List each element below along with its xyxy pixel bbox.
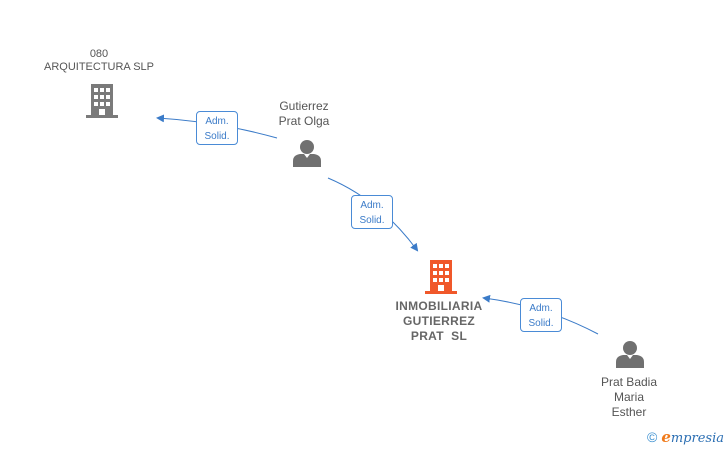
person-icon[interactable] xyxy=(616,340,644,368)
edge-label-olga-arquitectura[interactable]: Adm. Solid. xyxy=(196,111,238,145)
person-prat-badia-line1: Prat Badia xyxy=(600,375,658,389)
company-inmobiliaria-line3: PRAT SL xyxy=(410,329,468,343)
company-inmobiliaria-name[interactable]: INMOBILIARIA GUTIERREZ PRAT SL xyxy=(369,299,509,344)
edge-label-role: Adm. xyxy=(205,116,229,127)
person-gutierrez-olga-name[interactable]: Gutierrez Prat Olga xyxy=(254,99,354,129)
edge-label-role: Adm. xyxy=(529,303,553,314)
person-prat-badia-name[interactable]: Prat Badia Maria Esther xyxy=(579,375,679,420)
edge-label-olga-inmobiliaria[interactable]: Adm. Solid. xyxy=(351,195,393,229)
company-arquitectura-line2: ARQUITECTURA SLP xyxy=(43,61,155,73)
person-prat-badia-line2: Maria xyxy=(613,390,644,404)
edge-label-role: Adm. xyxy=(360,200,384,211)
edge-label-type: Solid. xyxy=(204,131,230,142)
person-gutierrez-olga-line1: Gutierrez xyxy=(279,99,329,113)
person-icon[interactable] xyxy=(293,139,321,167)
company-inmobiliaria-line1: INMOBILIARIA xyxy=(395,299,483,313)
edge-label-type: Solid. xyxy=(528,318,554,329)
company-inmobiliaria-line2: GUTIERREZ xyxy=(402,314,476,328)
edge-label-prat-badia-inmobiliaria[interactable]: Adm. Solid. xyxy=(520,298,562,332)
person-prat-badia-line3: Esther xyxy=(611,405,647,419)
person-gutierrez-olga-line2: Prat Olga xyxy=(278,114,330,128)
copyright-icon: © xyxy=(646,429,658,445)
brand-logo-initial: e xyxy=(661,428,671,446)
brand-logo-text: mpresia xyxy=(670,431,724,446)
company-arquitectura-name[interactable]: 080 ARQUITECTURA SLP xyxy=(29,48,169,74)
building-icon[interactable] xyxy=(86,84,118,118)
building-icon[interactable] xyxy=(425,260,457,294)
edge-label-type: Solid. xyxy=(359,215,385,226)
company-arquitectura-line1: 080 xyxy=(89,48,109,60)
empresia-watermark: © empresia xyxy=(647,428,724,446)
brand-logo: empresia xyxy=(661,428,724,446)
